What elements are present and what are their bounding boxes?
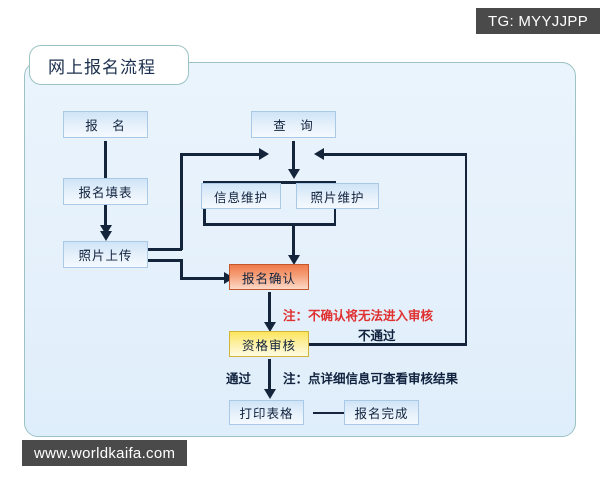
connector-photoupload-to-query-h2	[180, 153, 263, 156]
node-photo-upload[interactable]: 照片上传	[63, 241, 148, 268]
node-query-label: 查 询	[273, 119, 314, 133]
node-complete-label: 报名完成	[354, 407, 409, 421]
connector-photoupload-to-query-v	[180, 153, 183, 250]
node-photo-maintain[interactable]: 照片维护	[296, 183, 379, 209]
node-print-form[interactable]: 打印表格	[229, 400, 304, 425]
connector-fail-h-bottom	[309, 343, 467, 346]
node-info-maintain-label: 信息维护	[213, 190, 268, 205]
annotation-confirm-note: 注：不确认将无法进入审核	[283, 309, 434, 323]
node-qualify-review-label: 资格审核	[241, 338, 296, 353]
arrowhead-maintain-to-confirm	[287, 255, 300, 265]
node-register-label: 报 名	[85, 119, 126, 133]
node-photo-maintain-label: 照片维护	[310, 190, 365, 205]
node-qualify-review[interactable]: 资格审核	[229, 331, 309, 357]
connector-maintain-bracket-bottom	[203, 223, 336, 226]
watermark-bottom-left: www.worldkaifa.com	[22, 440, 188, 466]
arrowhead-confirm-to-review	[263, 322, 276, 332]
connector-fillform-to-photoupload	[104, 208, 107, 233]
connector-photoupload-to-confirm-h1	[148, 259, 182, 262]
node-confirm[interactable]: 报名确认	[229, 264, 309, 290]
arrowhead-query-down	[287, 169, 300, 179]
annotation-pass-label: 通过	[226, 372, 252, 386]
connector-query-down	[292, 141, 295, 173]
connector-maintain-to-confirm	[292, 223, 295, 259]
node-complete[interactable]: 报名完成	[344, 400, 419, 425]
watermark-top-right: TG: MYYJJPP	[476, 8, 600, 34]
panel-title: 网上报名流程	[29, 45, 189, 85]
annotation-review-note: 注：点详细信息可查看审核结果	[283, 372, 459, 386]
connector-review-to-print	[268, 359, 271, 393]
node-fill-form-label: 报名填表	[78, 186, 133, 200]
connector-maintain-bracket-top	[203, 181, 336, 184]
panel-title-label: 网上报名流程	[48, 57, 156, 77]
connector-confirm-to-review	[268, 292, 271, 326]
node-confirm-label: 报名确认	[241, 271, 296, 286]
node-photo-upload-label: 照片上传	[78, 249, 133, 263]
connector-print-to-complete	[313, 411, 353, 414]
arrowhead-fillform-to-photoupload	[99, 231, 112, 241]
node-print-form-label: 打印表格	[239, 407, 294, 421]
node-query[interactable]: 查 询	[251, 111, 336, 138]
connector-photoupload-to-confirm-h2	[180, 277, 228, 280]
connector-maintain-bracket-bottom-left	[203, 209, 206, 225]
arrowhead-review-to-print	[263, 389, 276, 399]
connector-maintain-bracket-bottom-right	[333, 209, 336, 225]
connector-fail-h-top	[324, 153, 465, 156]
connector-photoupload-to-query-h1	[148, 248, 182, 251]
flowchart-panel: 报 名 报名填表 照片上传 查 询 信息维护 照片维护 报名确认	[24, 62, 576, 437]
arrowhead-fail-to-query	[314, 148, 324, 160]
node-register[interactable]: 报 名	[63, 111, 148, 138]
annotation-fail-label: 不通过	[358, 329, 396, 343]
arrowhead-photoupload-to-query	[259, 148, 269, 160]
node-info-maintain[interactable]: 信息维护	[201, 183, 281, 209]
connector-photoupload-to-confirm-v	[180, 259, 183, 279]
node-fill-form[interactable]: 报名填表	[63, 178, 148, 205]
connector-fail-v	[464, 153, 467, 345]
